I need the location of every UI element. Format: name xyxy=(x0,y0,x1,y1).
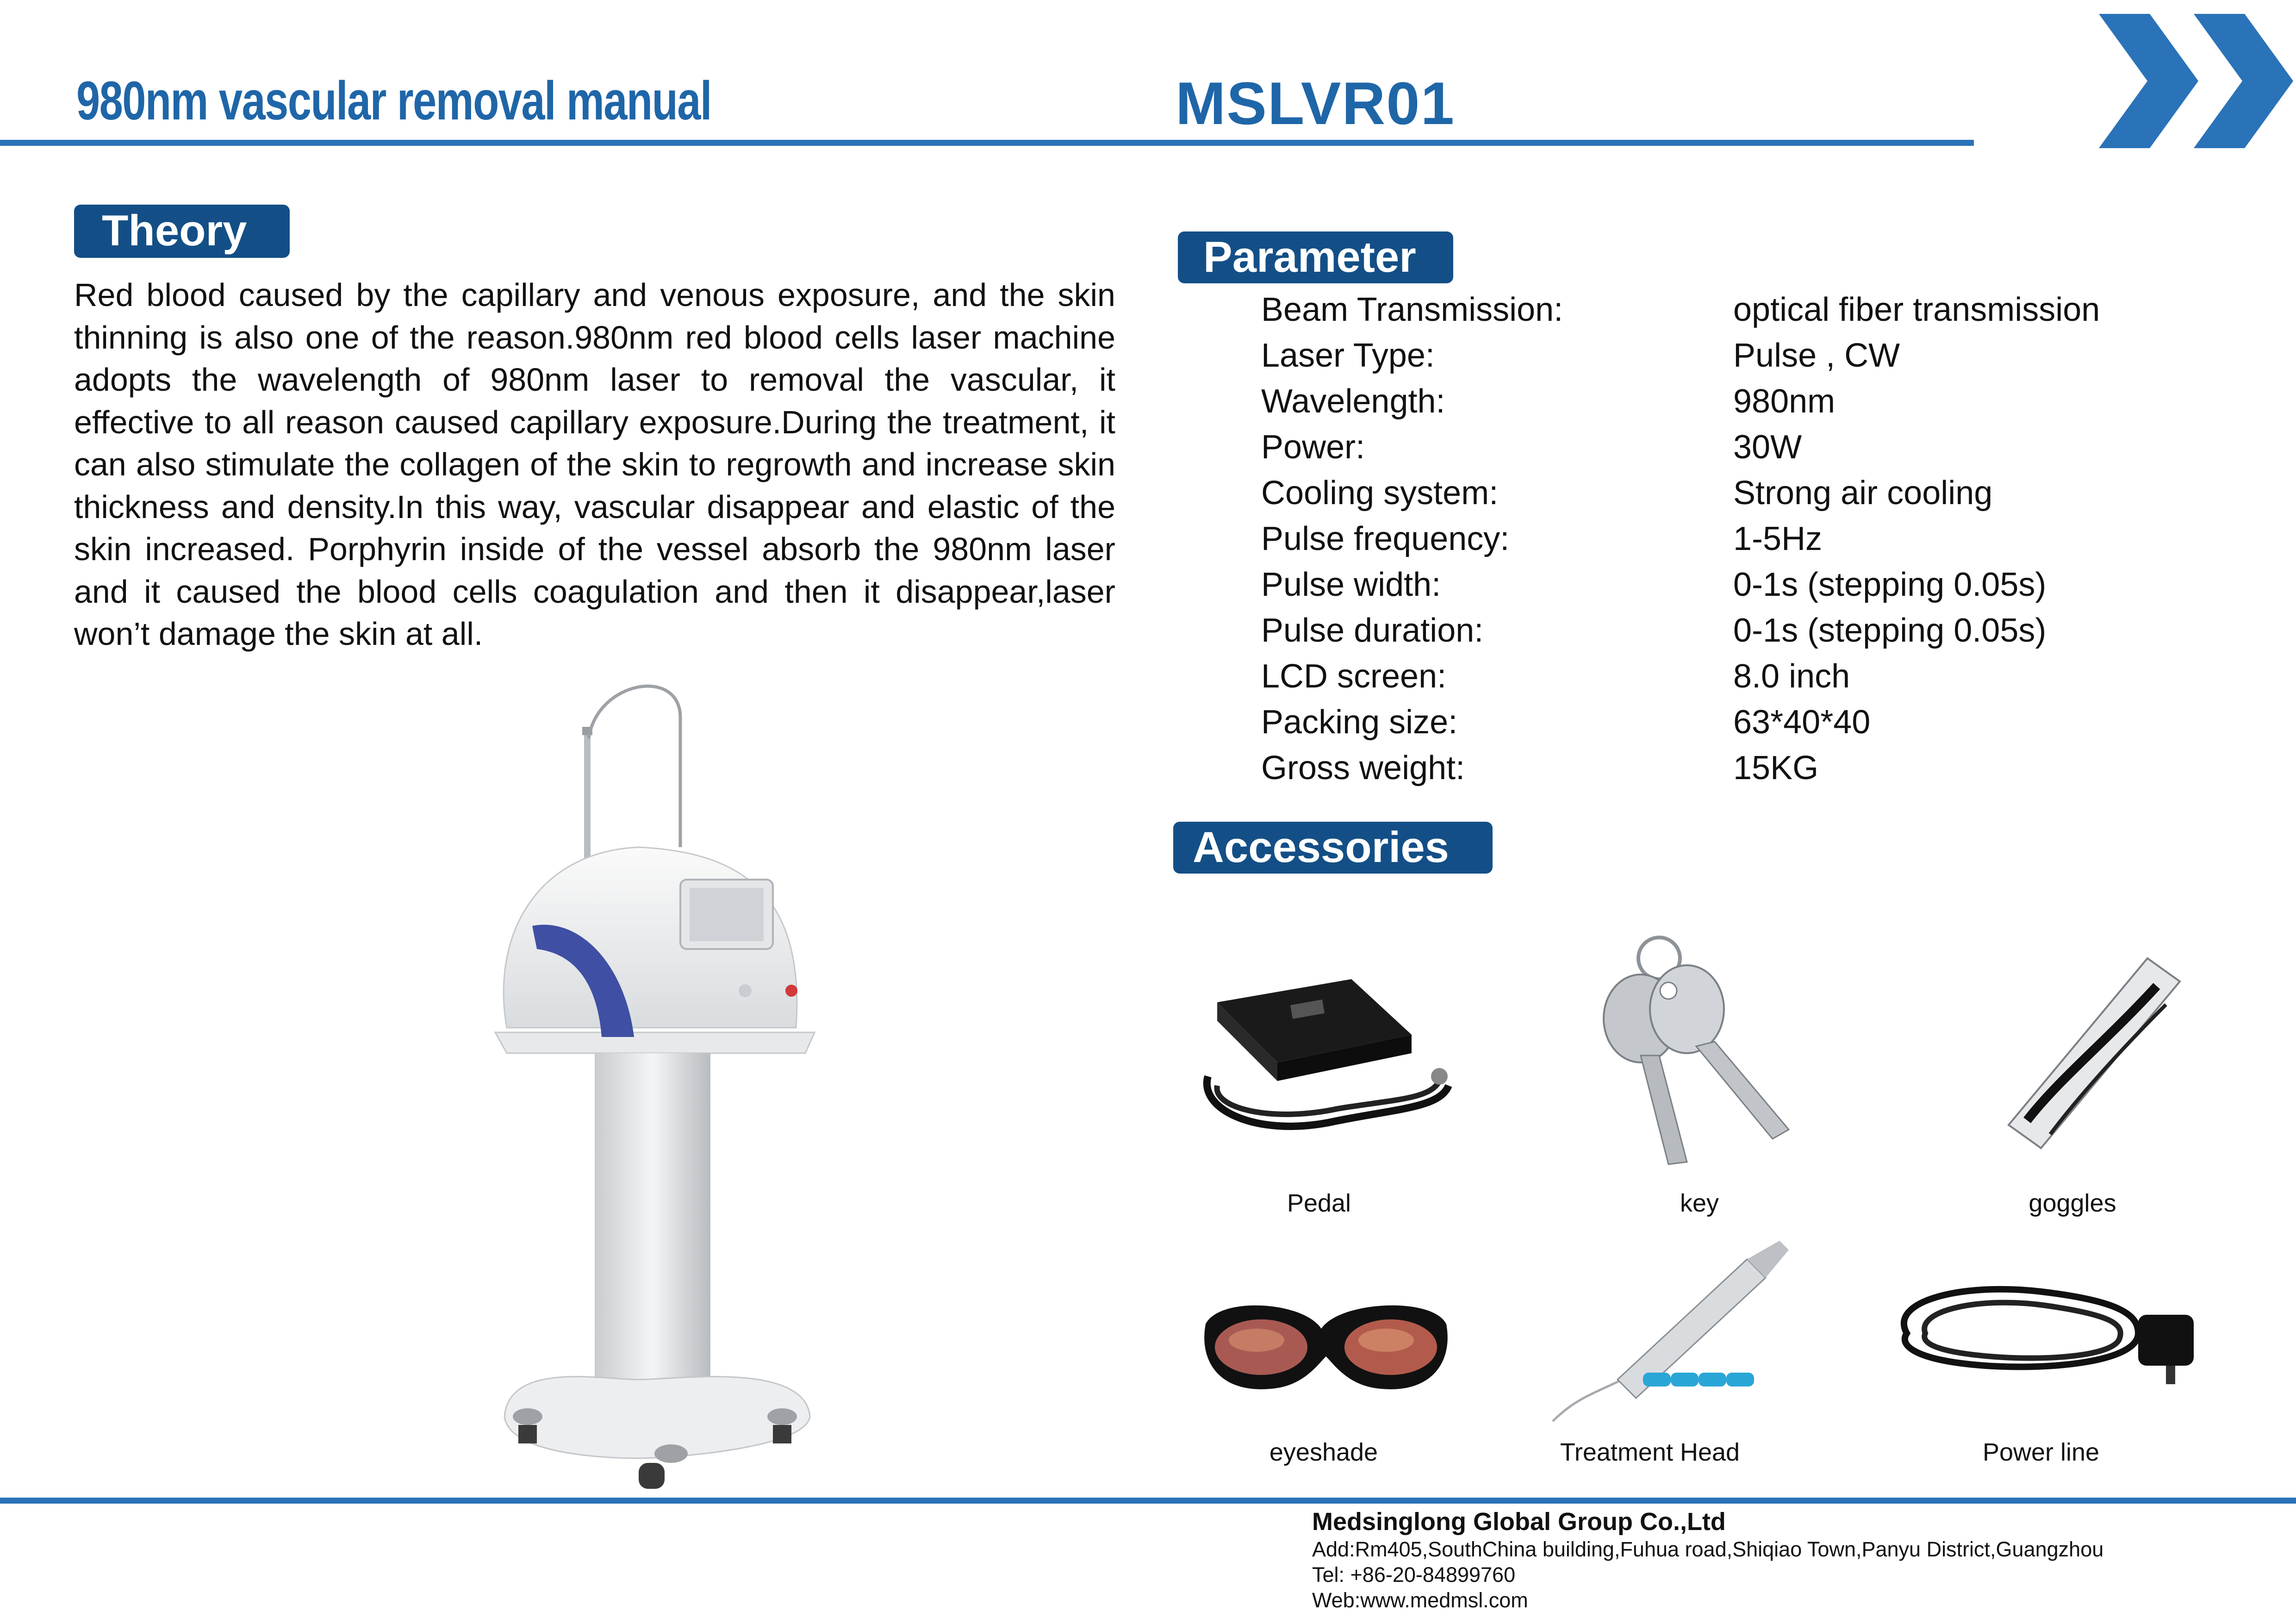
param-label: Beam Transmission: xyxy=(1261,291,1563,328)
param-row: Pulse frequency: 1-5Hz xyxy=(1261,520,2279,566)
accessory-label-key: key xyxy=(1680,1189,1719,1217)
param-value: 0-1s (stepping 0.05s) xyxy=(1733,566,2047,603)
accessory-label-pedal: Pedal xyxy=(1287,1189,1351,1217)
accessory-label-goggles: goggles xyxy=(2028,1189,2116,1217)
company-name: Medsinglong Global Group Co.,Ltd xyxy=(1312,1508,1726,1536)
parameter-heading: Parameter xyxy=(1178,231,1453,283)
company-address: Add:Rm405,SouthChina building,Fuhua road… xyxy=(1312,1537,2104,1561)
param-label: Laser Type: xyxy=(1261,337,1435,374)
eyeshade-image xyxy=(1204,1305,1448,1389)
param-label: Packing size: xyxy=(1261,704,1458,741)
param-value: 15KG xyxy=(1733,750,1819,787)
power-line-image xyxy=(1900,1286,2194,1384)
key-image xyxy=(1603,936,1790,1165)
accessories-heading: Accessories xyxy=(1173,822,1493,874)
treatment-head-image xyxy=(1552,1241,1789,1422)
param-value: 0-1s (stepping 0.05s) xyxy=(1733,612,2047,649)
param-row: Wavelength: 980nm xyxy=(1261,382,2279,428)
param-value: optical fiber transmission xyxy=(1733,291,2100,328)
accessory-label-eyeshade: eyeshade xyxy=(1269,1438,1378,1466)
accessory-label-treatment-head: Treatment Head xyxy=(1560,1438,1740,1466)
goggles-image xyxy=(2007,957,2181,1149)
param-label: Cooling system: xyxy=(1261,475,1499,512)
param-value: 30W xyxy=(1733,429,1802,466)
param-label: Pulse frequency: xyxy=(1261,520,1510,557)
company-tel: Tel: +86-20-84899760 xyxy=(1312,1563,1516,1587)
pedal-image xyxy=(1203,979,1452,1130)
device-on-stand-image xyxy=(494,684,816,1489)
param-row: Packing size: 63*40*40 xyxy=(1261,703,2279,749)
param-row: Laser Type: Pulse , CW xyxy=(1261,337,2279,382)
theory-paragraph: Red blood caused by the capillary and ve… xyxy=(74,277,1115,652)
document-title: 980nm vascular removal manual xyxy=(76,70,712,131)
accessory-label-power-line: Power line xyxy=(1982,1438,2100,1466)
param-value: Strong air cooling xyxy=(1733,475,1993,512)
param-value: 980nm xyxy=(1733,383,1836,420)
footer-divider xyxy=(0,1498,2296,1504)
param-value: 8.0 inch xyxy=(1733,658,1850,695)
param-row: Gross weight: 15KG xyxy=(1261,749,2279,795)
param-row: LCD screen: 8.0 inch xyxy=(1261,657,2279,703)
param-row: Pulse width: 0-1s (stepping 0.05s) xyxy=(1261,566,2279,612)
param-value: 1-5Hz xyxy=(1733,520,1823,557)
param-value: 63*40*40 xyxy=(1733,704,1871,741)
chevron-logo-icon xyxy=(2099,14,2293,148)
company-web[interactable]: Web:www.medmsl.com xyxy=(1312,1588,1528,1612)
model-number: MSLVR01 xyxy=(1176,69,1455,137)
param-label: LCD screen: xyxy=(1261,658,1447,695)
header-divider xyxy=(0,140,1974,146)
param-label: Pulse width: xyxy=(1261,566,1441,603)
footer: Medsinglong Global Group Co.,Ltd Add:Rm4… xyxy=(1312,1507,2284,1613)
param-row: Cooling system: Strong air cooling xyxy=(1261,474,2279,520)
param-label: Pulse duration: xyxy=(1261,612,1484,649)
param-label: Power: xyxy=(1261,429,1365,466)
theory-heading: Theory xyxy=(74,205,290,258)
param-label: Gross weight: xyxy=(1261,750,1465,787)
param-value: Pulse , CW xyxy=(1733,337,1900,374)
param-row: Pulse duration: 0-1s (stepping 0.05s) xyxy=(1261,612,2279,657)
param-row: Beam Transmission: optical fiber transmis… xyxy=(1261,291,2279,337)
param-label: Wavelength: xyxy=(1261,383,1445,420)
param-row: Power: 30W xyxy=(1261,428,2279,474)
